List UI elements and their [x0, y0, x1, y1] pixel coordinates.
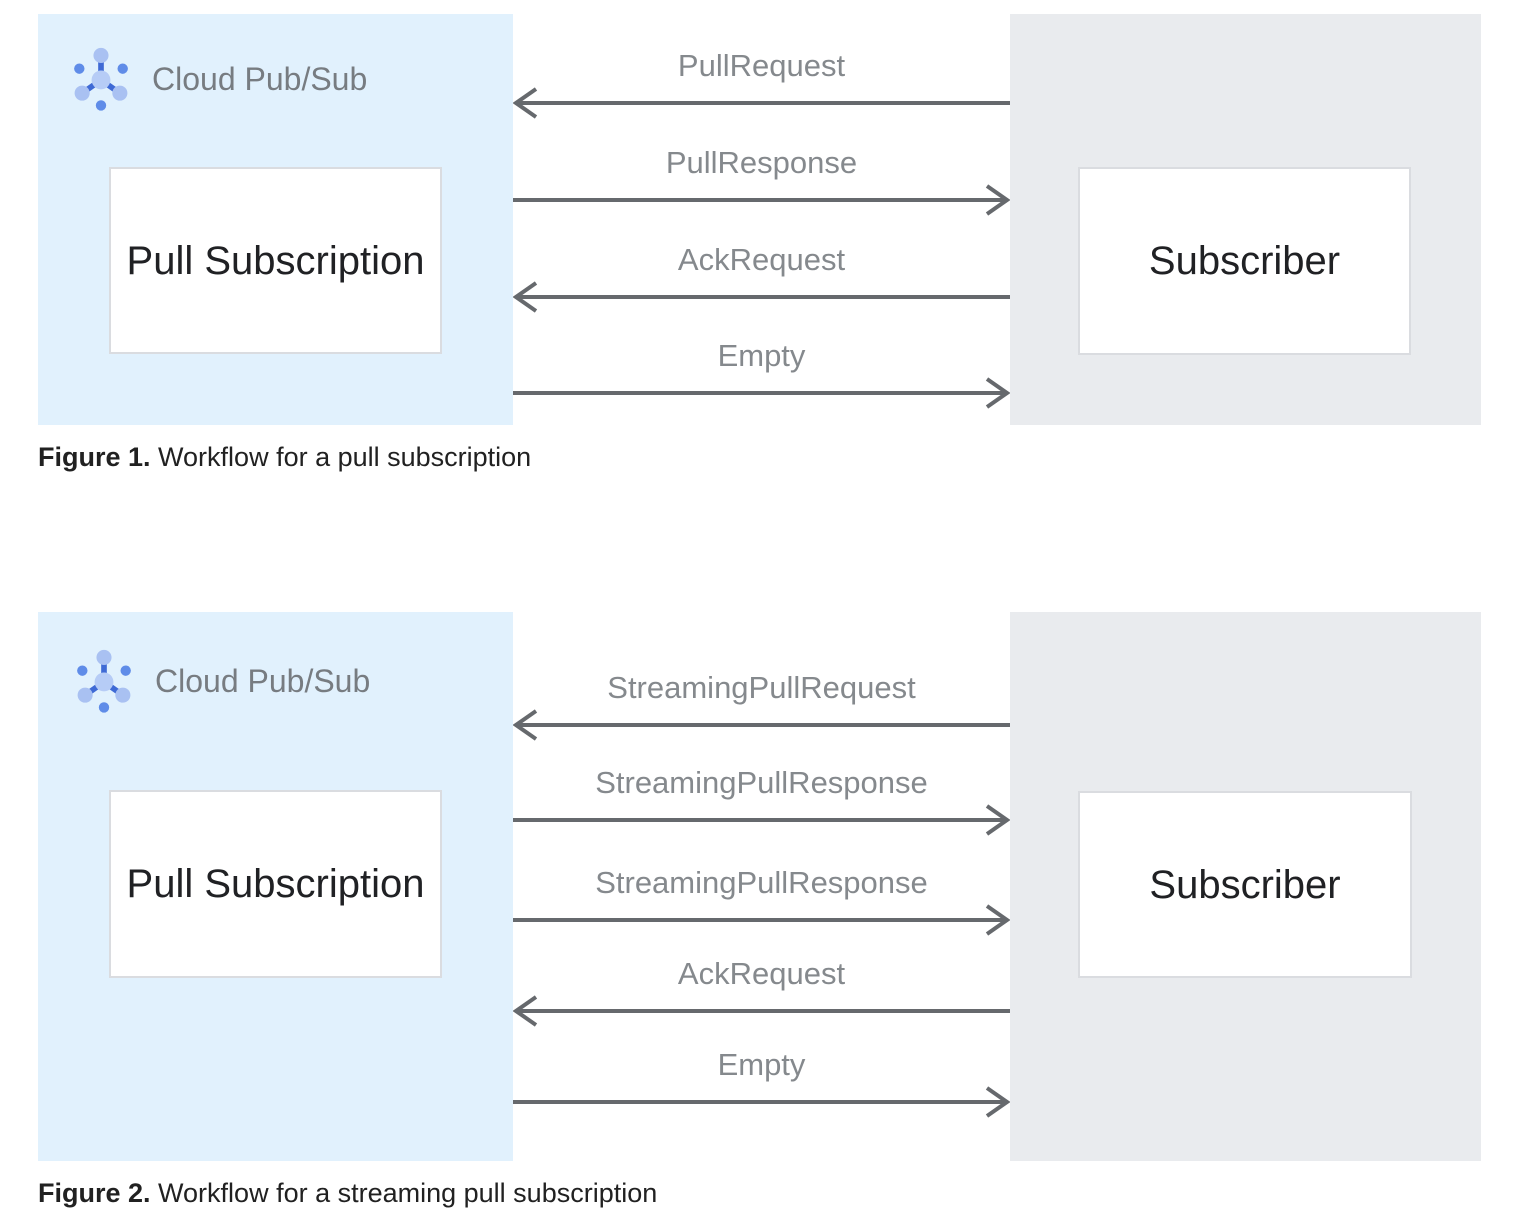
arrow-line [513, 377, 1010, 409]
figure2-caption: Figure 2. Workflow for a streaming pull … [38, 1176, 657, 1210]
arrow-line [513, 804, 1010, 836]
arrow-line [513, 281, 1010, 313]
arrow-line [513, 1086, 1010, 1118]
figure2-caption-number: Figure 2. [38, 1178, 151, 1208]
message-arrow-empty: Empty [513, 1048, 1010, 1122]
message-label: AckRequest [677, 956, 846, 991]
message-arrow-pullresponse: PullResponse [513, 146, 1010, 220]
figure1-caption-number: Figure 1. [38, 442, 151, 472]
arrow-line [513, 995, 1010, 1027]
pull-subscription-label: Pull Subscription [126, 238, 425, 283]
figure1-panel-header: Cloud Pub/Sub [72, 46, 367, 112]
message-label: StreamingPullResponse [595, 765, 928, 800]
cloud-pubsub-icon [74, 47, 128, 111]
provider-label: Cloud Pub/Sub [155, 662, 371, 699]
arrow-line [513, 904, 1010, 936]
subscriber-label: Subscriber [1149, 862, 1341, 907]
message-arrow-empty: Empty [513, 339, 1010, 413]
arrow-line [513, 709, 1010, 741]
subscriber-label: Subscriber [1148, 239, 1341, 283]
figure1-caption: Figure 1. Workflow for a pull subscripti… [38, 440, 531, 474]
message-label: Empty [717, 338, 806, 373]
message-arrow-ackrequest: AckRequest [513, 243, 1010, 317]
message-label: StreamingPullRequest [607, 670, 916, 705]
figure1-subscriber-box: Subscriber [1078, 167, 1411, 355]
cloud-pubsub-icon [77, 649, 131, 713]
arrow-line [513, 87, 1010, 119]
figure1-caption-text: Workflow for a pull subscription [158, 442, 532, 472]
provider-label: Cloud Pub/Sub [152, 60, 368, 97]
message-arrow-streamingpullresponse-2: StreamingPullResponse [513, 866, 1010, 940]
message-label: AckRequest [677, 242, 846, 277]
message-label: PullResponse [665, 145, 858, 180]
message-label: Empty [717, 1047, 806, 1082]
figure2-caption-text: Workflow for a streaming pull subscripti… [158, 1178, 658, 1208]
arrow-line [513, 184, 1010, 216]
message-arrow-ackrequest: AckRequest [513, 957, 1010, 1031]
message-label: PullRequest [677, 48, 846, 83]
message-arrow-streamingpullrequest: StreamingPullRequest [513, 671, 1010, 745]
message-arrow-pullrequest: PullRequest [513, 49, 1010, 123]
figure2-subscriber-box: Subscriber [1078, 791, 1412, 978]
message-label: StreamingPullResponse [595, 865, 928, 900]
message-arrow-streamingpullresponse-1: StreamingPullResponse [513, 766, 1010, 840]
figure2-pull-subscription-box: Pull Subscription [109, 790, 442, 978]
pull-subscription-label: Pull Subscription [126, 862, 425, 906]
figure1-pull-subscription-box: Pull Subscription [109, 167, 442, 354]
figure2-panel-header: Cloud Pub/Sub [75, 648, 370, 714]
